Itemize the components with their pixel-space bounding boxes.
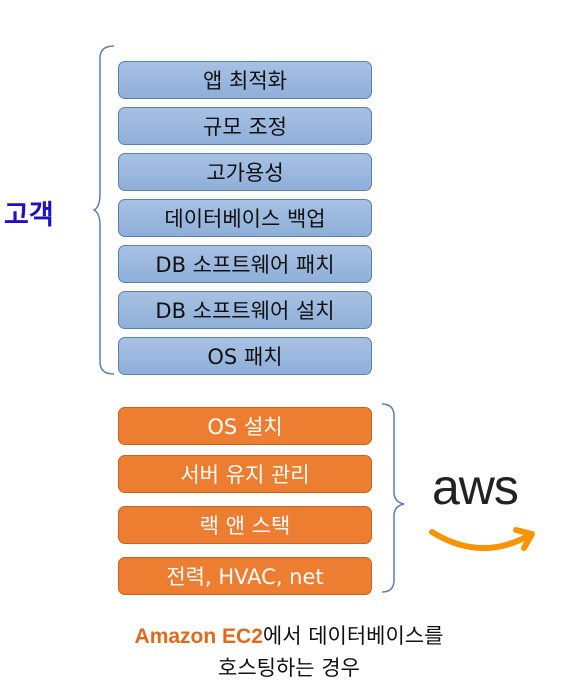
customer-brace: [92, 45, 115, 375]
caption-brand: Amazon EC2: [134, 625, 263, 648]
customer-task-db-backup: 데이터베이스 백업: [118, 199, 372, 237]
customer-task-db-software-install: DB 소프트웨어 설치: [118, 291, 372, 329]
customer-task-high-availability: 고가용성: [118, 153, 372, 191]
aws-logo-text: aws: [432, 459, 519, 515]
customer-task-scaling: 규모 조정: [118, 107, 372, 145]
customer-label: 고객: [4, 200, 54, 231]
aws-smile-icon: [429, 527, 535, 552]
aws-task-server-maintenance: 서버 유지 관리: [118, 455, 372, 493]
customer-task-os-patch: OS 패치: [118, 337, 372, 375]
aws-task-os-install: OS 설치: [118, 407, 372, 445]
caption-line-1-rest: 에서 데이터베이스를: [262, 624, 444, 648]
caption-line-2: 호스팅하는 경우: [218, 656, 360, 680]
aws-task-rack-and-stack: 랙 앤 스택: [118, 506, 372, 544]
aws-task-power-hvac-net: 전력, HVAC, net: [118, 557, 372, 595]
caption-line-1: Amazon EC2에서 데이터베이스를: [0, 620, 578, 650]
customer-task-db-software-patch: DB 소프트웨어 패치: [118, 245, 372, 283]
customer-task-app-optimization: 앱 최적화: [118, 61, 372, 99]
aws-brace: [381, 403, 405, 593]
